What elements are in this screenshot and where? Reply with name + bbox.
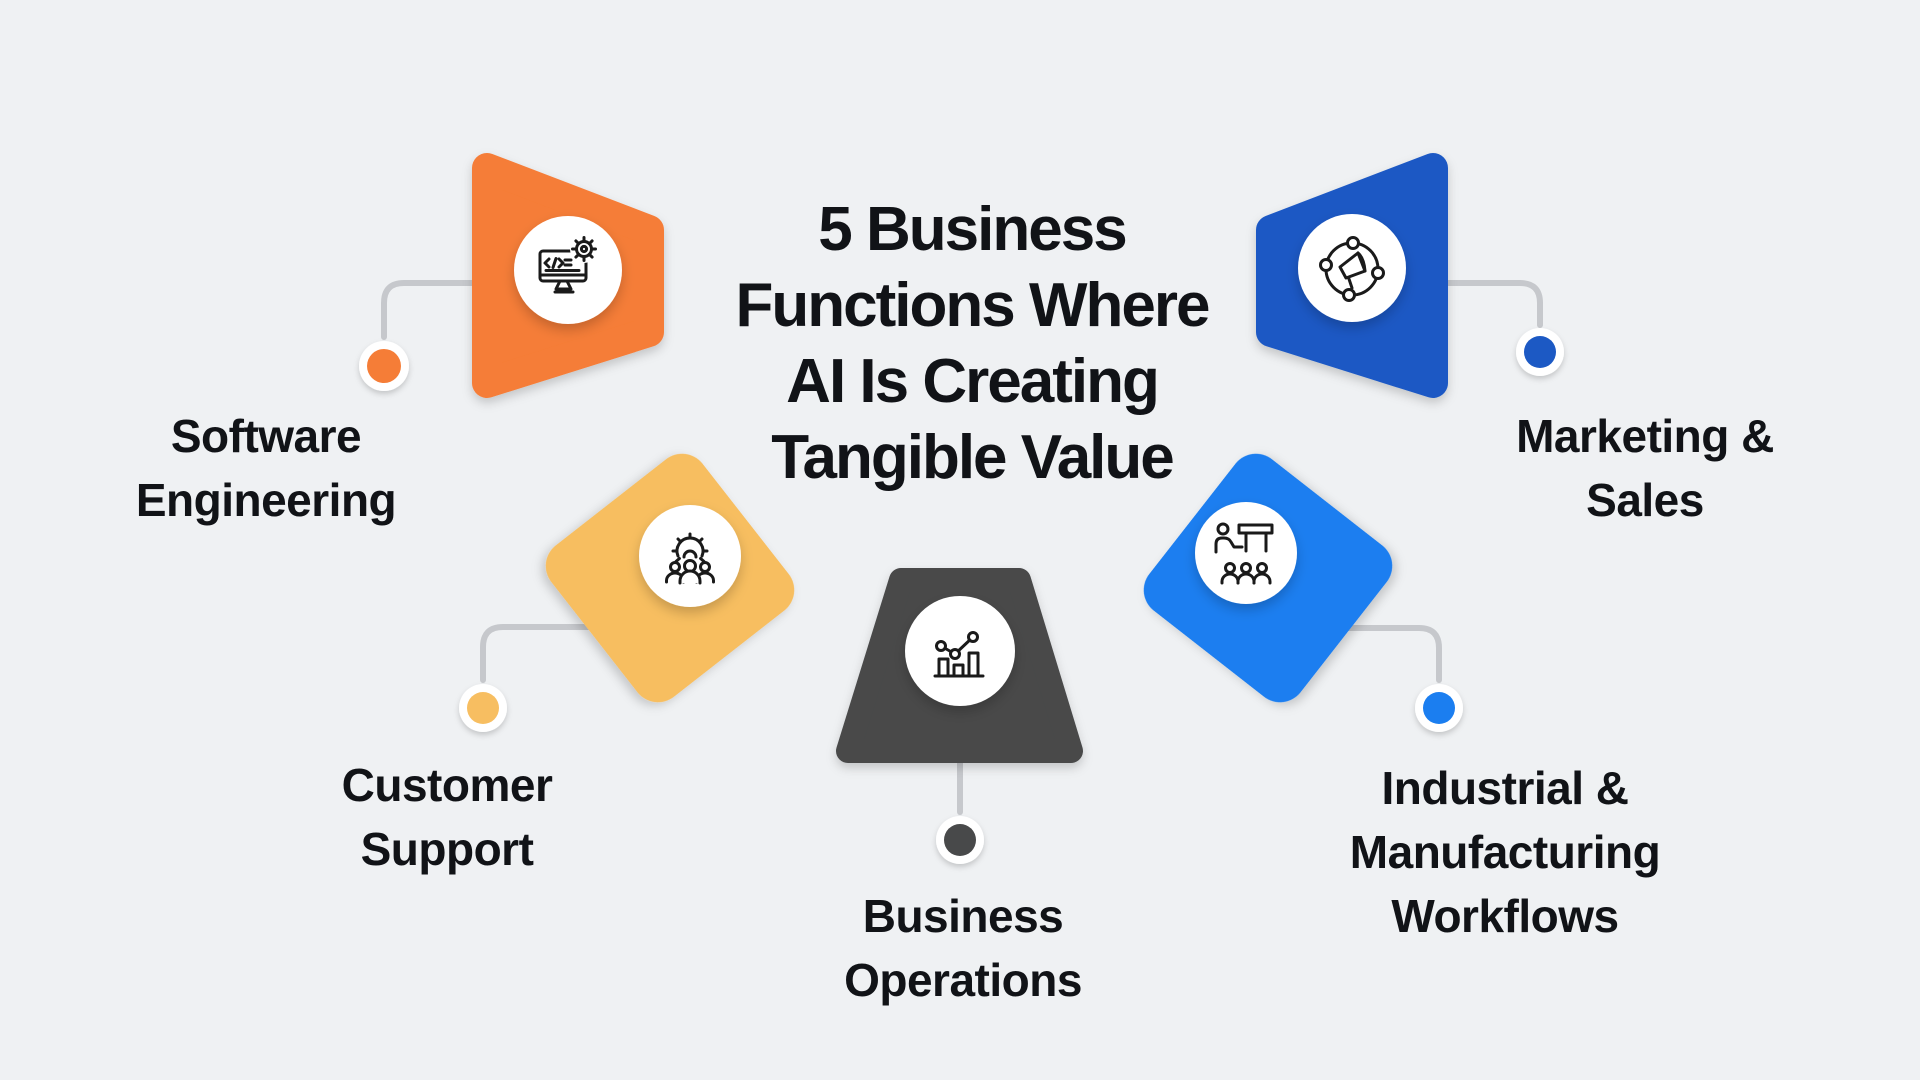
code-monitor-gear-icon bbox=[538, 235, 598, 294]
customer-support-connector bbox=[480, 624, 603, 683]
industrial-manufacturing-label: Industrial & Manufacturing Workflows bbox=[1349, 762, 1661, 942]
dot-fill bbox=[1524, 336, 1556, 368]
customer-support-dot bbox=[459, 684, 507, 732]
customer-support-label: Customer Support bbox=[341, 759, 553, 875]
software-engineering-connector bbox=[381, 280, 481, 340]
dot-fill bbox=[1423, 692, 1455, 724]
title-line: Functions Where bbox=[735, 270, 1211, 340]
presenter-training-icon bbox=[1214, 522, 1274, 585]
connector-lines bbox=[381, 280, 1543, 815]
marketing-sales-dot bbox=[1516, 328, 1564, 376]
customer-support-icon-circle bbox=[639, 505, 741, 607]
business-operations-dot bbox=[936, 816, 984, 864]
software-engineering-label: Software Engineering bbox=[135, 410, 397, 526]
industrial-manufacturing-group bbox=[1143, 453, 1463, 732]
title-line: Tangible Value bbox=[771, 422, 1175, 492]
dot-fill bbox=[467, 692, 499, 724]
industrial-manufacturing-dot bbox=[1415, 684, 1463, 732]
marketing-sales-connector bbox=[1439, 280, 1543, 328]
title-line: AI Is Creating bbox=[786, 346, 1160, 416]
page-title: 5 Business Functions Where AI Is Creatin… bbox=[692, 192, 1252, 496]
business-operations-label: Business Operations bbox=[844, 890, 1082, 1006]
bar-chart-trend-icon bbox=[933, 631, 985, 678]
dot-fill bbox=[944, 824, 976, 856]
title-line: 5 Business bbox=[818, 194, 1127, 264]
business-operations-group bbox=[836, 568, 1083, 864]
industrial-manufacturing-connector bbox=[1337, 625, 1442, 683]
marketing-sales-label: Marketing & Sales bbox=[1516, 410, 1774, 526]
team-gear-icon bbox=[665, 532, 715, 585]
dot-fill bbox=[367, 349, 401, 383]
marketing-sales-group bbox=[1256, 153, 1564, 398]
software-engineering-dot bbox=[359, 341, 409, 391]
software-engineering-group bbox=[359, 153, 664, 398]
customer-support-group bbox=[459, 453, 795, 732]
industrial-manufacturing-icon-circle bbox=[1195, 502, 1297, 604]
megaphone-network-icon bbox=[1319, 236, 1385, 302]
